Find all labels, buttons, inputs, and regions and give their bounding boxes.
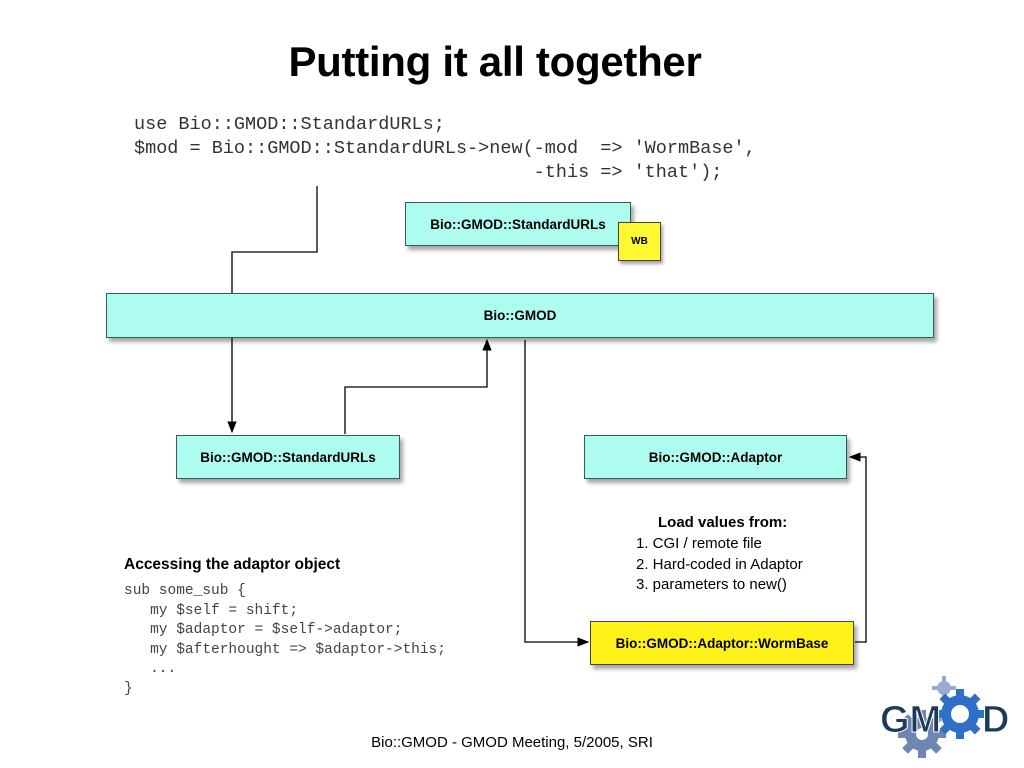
gear-icon [932, 676, 956, 700]
list-item: 3. parameters to new() [636, 576, 787, 593]
list-item: 2. Hard-coded in Adaptor [636, 555, 803, 573]
code-line: -this => 'that'); [134, 162, 723, 183]
connector-wormbase-to-adaptor [848, 452, 867, 643]
code-line: my $self = shift; [124, 602, 299, 619]
code-line: my $adaptor = $self->adaptor; [124, 622, 403, 638]
connector-code-to-standardurls [227, 186, 318, 434]
code-line: ... [124, 661, 177, 677]
gear-icon [935, 689, 985, 739]
connector-gmod-to-wormbase [524, 340, 590, 647]
logo-letter-d: D [982, 699, 1009, 741]
gmod-logo: GM D [880, 676, 1010, 758]
code-snippet-bottom: sub some_sub { my $self = shift; my $ada… [124, 582, 446, 699]
gmod-box: Bio::GMOD [106, 293, 934, 338]
wb-badge: WB [618, 222, 661, 261]
adaptor-box: Bio::GMOD::Adaptor [584, 435, 847, 479]
code-line: $mod = Bio::GMOD::StandardURLs->new(-mod… [134, 138, 756, 159]
code-line: my $afterhought => $adaptor->this; [124, 641, 446, 658]
gear-icon [898, 710, 946, 758]
slide-title: Putting it all together [288, 38, 702, 85]
slide-footer: Bio::GMOD - GMOD Meeting, 5/2005, SRI [371, 734, 653, 751]
connector-standardurls-to-gmod [344, 338, 492, 434]
list-item: 1. CGI / remote file [636, 535, 762, 552]
code-snippet-top: use Bio::GMOD::StandardURLs; $mod = Bio:… [134, 113, 756, 185]
code-line: } [124, 680, 133, 697]
standardurls-box-top: Bio::GMOD::StandardURLs [405, 202, 631, 246]
code-line: use Bio::GMOD::StandardURLs; [134, 114, 445, 135]
adaptor-wormbase-box: Bio::GMOD::Adaptor::WormBase [590, 621, 854, 665]
standardurls-box-bottom: Bio::GMOD::StandardURLs [176, 435, 400, 479]
logo-letters-gm: GM [880, 699, 941, 741]
code-line: sub some_sub { [124, 583, 246, 599]
load-values-title: Load values from: [658, 514, 788, 531]
load-values-list: 1. CGI / remote file 2. Hard-coded in Ad… [636, 534, 803, 596]
accessing-title: Accessing the adaptor object [124, 556, 341, 573]
